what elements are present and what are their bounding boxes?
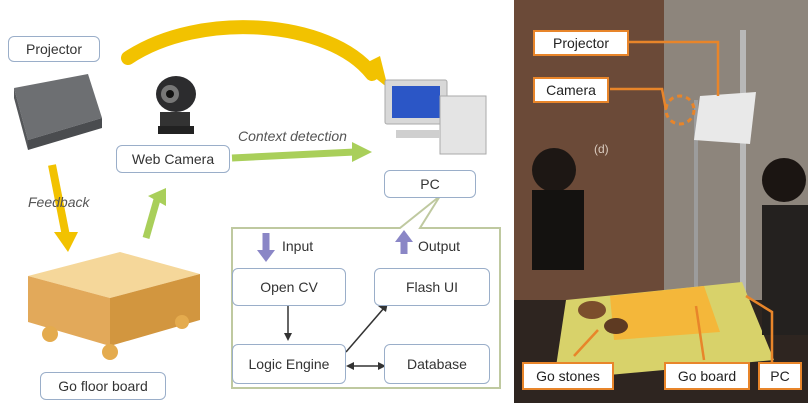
pc-panel-outline (231, 195, 501, 389)
schematic-graphics (14, 20, 501, 389)
board-to-camera-arrow (142, 195, 162, 239)
feedback-label: Feedback (28, 194, 90, 210)
photo-go-stones-label: Go stones (522, 362, 614, 390)
context-detection-arrow (231, 148, 356, 162)
output-arrow (395, 230, 413, 242)
go-board-device (28, 252, 200, 360)
pc-monitor-device (384, 79, 487, 155)
input-label: Input (282, 238, 314, 254)
photo-camera-label: Camera (533, 77, 609, 103)
feedback-curve-arrow (121, 20, 379, 81)
photo-projector-label: Projector (533, 30, 629, 56)
logic-engine-box: Logic Engine (232, 344, 346, 384)
feedback-down-arrow (48, 164, 70, 237)
flash-ui-box: Flash UI (374, 268, 490, 306)
projector-device (14, 74, 102, 150)
web-camera-label: Web Camera (116, 145, 230, 173)
output-label: Output (418, 238, 461, 254)
curve-arrow-head (360, 56, 388, 88)
database-box: Database (384, 344, 490, 384)
projector-label: Projector (8, 36, 100, 62)
input-arrow (257, 250, 275, 262)
photo-pc-label: PC (758, 362, 802, 390)
web-camera-device (156, 76, 196, 134)
open-cv-box: Open CV (232, 268, 346, 306)
go-floor-board-label: Go floor board (40, 372, 166, 400)
photo-go-board-label: Go board (664, 362, 750, 390)
pc-label: PC (384, 170, 476, 198)
context-detection-label: Context detection (238, 128, 347, 144)
photo-panel-letter: (d) (594, 142, 609, 156)
setup-photo (514, 0, 808, 403)
